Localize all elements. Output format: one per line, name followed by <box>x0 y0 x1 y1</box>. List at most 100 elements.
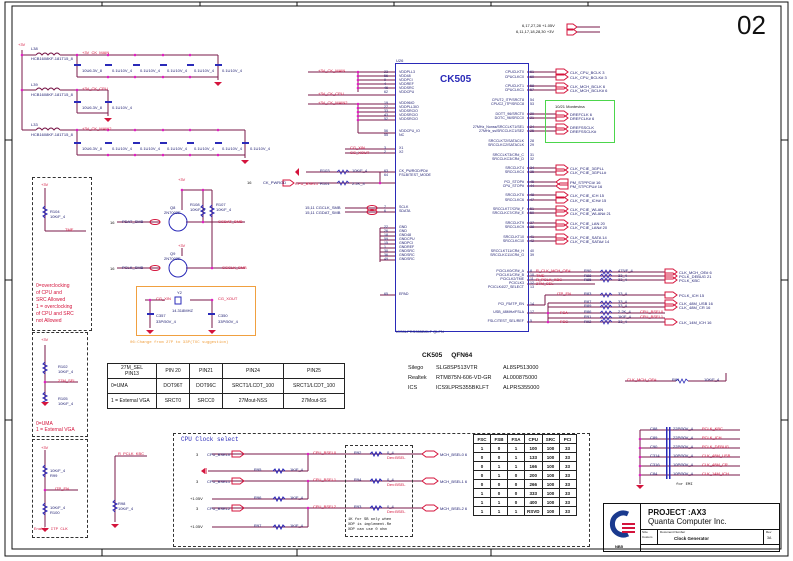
table-cell: 1 = External VGA <box>107 393 157 409</box>
pin-name: SRCCLKC10 <box>502 239 524 243</box>
pin-name: 27MHz_Nonss/SRCCLKT1/SE1 <box>472 125 524 129</box>
vendor-code: AL8SP513000 <box>503 365 539 371</box>
pin-number: 65 <box>384 292 388 296</box>
output-net: PM_STPPCI# 16 <box>570 180 601 185</box>
tme-note: of CPU and <box>36 290 62 296</box>
output-net: DREFCLK# 6 <box>570 116 595 121</box>
table-row: 1 = External VGA SRCT0 SRCC0 27Mout-NSS … <box>107 393 345 409</box>
resistor-ref: R83 <box>584 291 592 296</box>
table-header: FSB <box>490 434 508 444</box>
table-cell: 0 <box>473 461 491 471</box>
inductor-l39-part: HCB1608KF-181T15_8 <box>31 92 73 97</box>
pin-number: 60 <box>530 75 534 79</box>
fet-part: 2N7002E <box>164 256 181 261</box>
table-cell: 1 <box>473 488 491 498</box>
resistor-value: 1K/F_4 <box>290 523 303 528</box>
montevina-title: 10/21 Montevina <box>555 104 585 109</box>
cap-value: 0.1U10V_4 <box>222 146 243 151</box>
cap-value: 0.1U10V_4 <box>112 146 133 151</box>
pin-name: GNDREF <box>399 245 415 249</box>
resistor-value: 1K/F_4 <box>290 495 303 500</box>
cap-value: 33P/50V_4 <box>156 319 176 324</box>
document-title: Clock Generator <box>674 536 710 541</box>
pin-number: 33 <box>384 109 388 113</box>
top-supply-lines <box>577 26 600 33</box>
pin-name: SDATA <box>399 209 411 213</box>
net-label: ITP_EN <box>55 486 70 491</box>
mosfet-q8 <box>168 212 188 232</box>
config-table: 27M_SEL PIN13 PIN 20 PIN21 PIN24 PIN25 0… <box>107 363 345 409</box>
table-row: 0=UMA DOT96T DOT96C SRCT1/LCDT_100 SRCT1… <box>107 378 345 394</box>
vendor-name: Realtek <box>408 375 427 381</box>
table-cell: 27Mout-SS <box>283 393 345 409</box>
pin-name: VDDSRCIO <box>399 113 418 117</box>
pin-number: 61 <box>530 70 534 74</box>
pci-resistors <box>336 169 689 384</box>
pin-number: 20 <box>530 112 534 116</box>
cap-value: 0.1U10V_4 <box>222 68 243 73</box>
pin-name: GND48 <box>399 233 411 237</box>
pin-name: CPUT2_ITP/SRCT8 <box>491 98 524 102</box>
pin-number: 37 <box>530 221 534 225</box>
net-label: CPU_BSEL2 <box>313 504 337 509</box>
cap-value: 0.1U10V_4 <box>112 68 133 73</box>
cap-value: 22P/50V_4 <box>673 444 693 449</box>
resistor-value: 10K/F_4 <box>58 401 74 406</box>
pin-name: SRCCLKT4 <box>505 166 524 170</box>
resistor-value: 33_4 <box>618 291 627 296</box>
resistor-value: 10K/F_4 <box>704 377 720 382</box>
table-cell: 1 <box>473 506 491 516</box>
pin-number: 62 <box>384 90 388 94</box>
pin-name: EPAD <box>399 292 409 296</box>
title-divider <box>640 544 779 545</box>
resistor-ref: R107 <box>216 202 226 207</box>
pin-number: 59 <box>384 237 388 241</box>
output-net: DREFCLK 6 <box>570 112 593 117</box>
cap-value: 0.1U10V_4 <box>250 146 271 151</box>
pin-name: VDDPLL3 <box>399 70 415 74</box>
table-header: SRC <box>541 434 560 444</box>
xdp-note-box <box>345 445 413 537</box>
table-header: PIN24 <box>222 363 284 379</box>
pin-number: 23 <box>384 70 388 74</box>
table-cell: 0 <box>473 479 491 489</box>
net-3v-ck-cpu: +3V_CK_CPU <box>82 86 108 91</box>
pin-number: 45 <box>530 180 534 184</box>
table-cell: 1 <box>507 443 525 453</box>
mch-oe-wires <box>625 373 727 382</box>
dnp-label: Dev:BSEL <box>387 482 406 487</box>
table-header: FSC <box>473 434 491 444</box>
title-block: NB5 PROJECT :AX3 Quanta Computer Inc. Si… <box>603 503 780 552</box>
net-label: CLK_14M_ICH <box>702 471 729 476</box>
output-net: PCLK_KBC <box>679 278 700 283</box>
resistor-ref: R99 <box>50 473 58 478</box>
table-cell: 100 <box>541 506 560 516</box>
project-name: PROJECT :AX3 <box>648 508 707 517</box>
pin-name: VDDSRCIO <box>399 117 418 121</box>
net-label: PDAT_SMB <box>122 219 144 224</box>
table-cell: 166 <box>524 461 543 471</box>
resistor-value: 2.2K_4 <box>352 181 365 186</box>
cap-value: 0.1U10V_4 <box>167 68 188 73</box>
output-net: CLK_PCIE_3GPLL# <box>570 170 607 175</box>
pin-number: 64 <box>384 173 388 177</box>
itp-strap-box <box>32 439 88 538</box>
pin-number: 53 <box>530 102 534 106</box>
cpu-select-tags <box>205 450 439 512</box>
table-cell: SRCT0 <box>156 393 190 409</box>
table-cell: 100 <box>541 470 560 480</box>
output-net: CLK_MCH_OE# 6 <box>679 270 712 275</box>
pin-number: 2 <box>384 150 386 154</box>
resistor-value: 1K/F_4 <box>290 467 303 472</box>
output-net: CLK_PCIE_LAN 20 <box>570 221 605 226</box>
supply-3v: +3V <box>41 445 49 450</box>
pin-number: 7 <box>384 205 386 209</box>
table-cell: 0 <box>507 479 525 489</box>
pin-number: 1 <box>384 245 386 249</box>
pin-name: GND <box>399 225 407 229</box>
resistor-ref: R102 <box>58 364 68 369</box>
cap-ref: C316 <box>650 462 660 467</box>
size-label: Size <box>642 530 648 534</box>
